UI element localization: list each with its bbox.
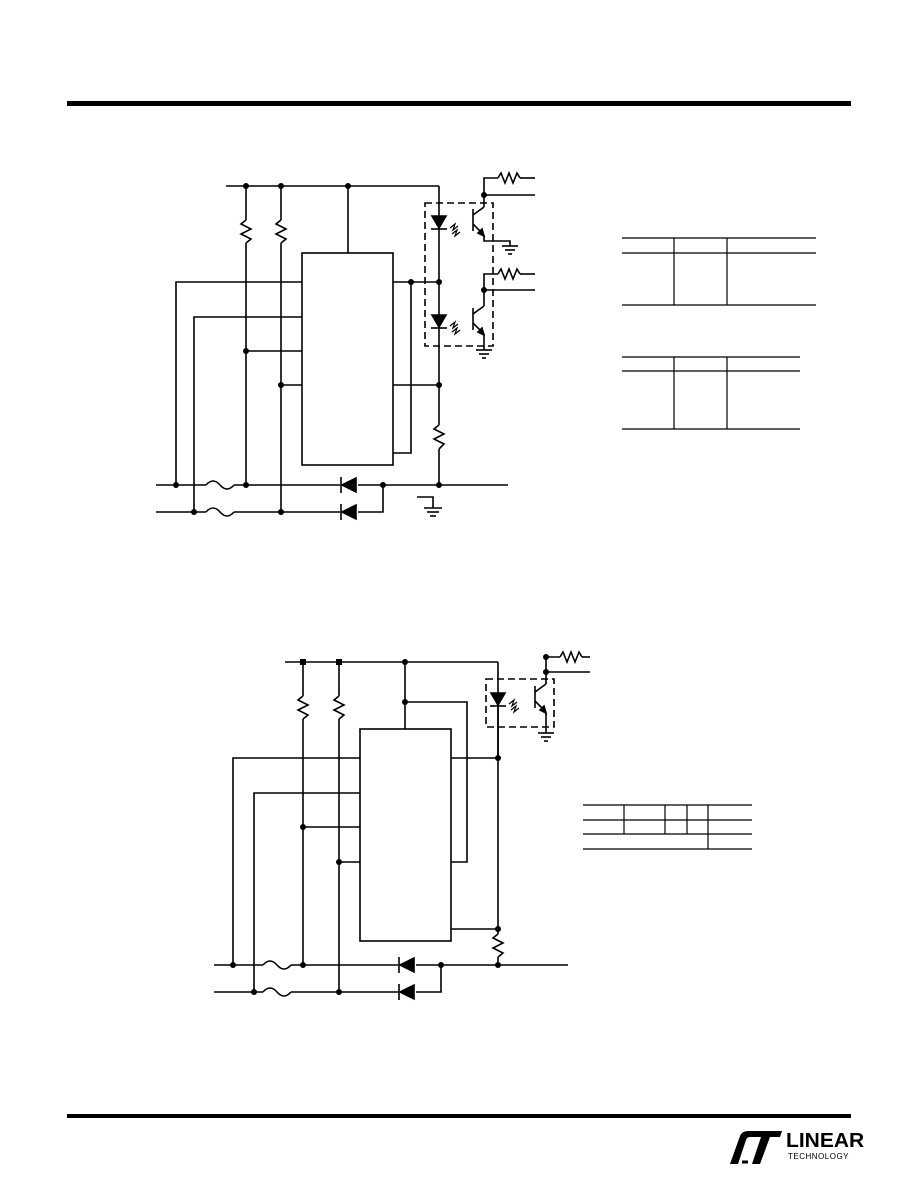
optocoupler-led-3 [489,692,520,714]
lt-mark-icon [730,1131,782,1164]
phototransistor-1 [472,206,486,238]
brand-word: LINEAR [786,1130,865,1152]
schematic-top [156,170,535,521]
resistor-r6 [491,933,505,958]
resistor-pullup-out3 [559,649,583,665]
junction-dots-bottom [230,654,549,995]
resistor-pullup-out1 [497,170,521,186]
fuse-f2 [205,507,235,517]
fuse-f1 [205,480,235,490]
optocoupler-led-2 [430,314,461,336]
fuse-f4 [262,987,292,997]
diode-d3 [398,956,415,974]
schematic-bottom [214,649,590,1001]
header-rule [67,101,851,106]
optocoupler-led-1 [430,215,461,238]
ic-block-bottom [359,728,452,942]
junction-dots-top [173,183,487,515]
truth-table-3 [583,804,752,850]
optocoupler-box-bottom [485,678,555,728]
diode-d1 [340,476,357,494]
optocoupler-box-top [424,202,494,347]
resistor-pullup-out2 [497,266,521,282]
phototransistor-2 [472,305,486,337]
resistor-r5 [332,695,346,720]
resistor-r2 [274,219,288,244]
brand-subword: TECHNOLOGY [788,1152,850,1161]
ground-opto-1 [502,245,518,255]
diode-d2 [340,503,357,521]
diode-d4 [398,983,415,1001]
ground-opto-3 [538,732,554,742]
fuse-f3 [262,960,292,970]
brand-logo: LINEAR TECHNOLOGY [728,1128,864,1168]
ground-opto-2 [476,349,492,359]
footer-rule [67,1114,851,1118]
ground-symbol-top [417,496,442,517]
resistor-r4 [296,695,310,720]
truth-table-1 [622,237,816,306]
ic-block-top [301,252,394,466]
truth-table-2 [622,356,800,430]
phototransistor-3 [534,683,548,715]
resistor-r3 [432,424,446,450]
resistor-r1 [239,219,253,244]
